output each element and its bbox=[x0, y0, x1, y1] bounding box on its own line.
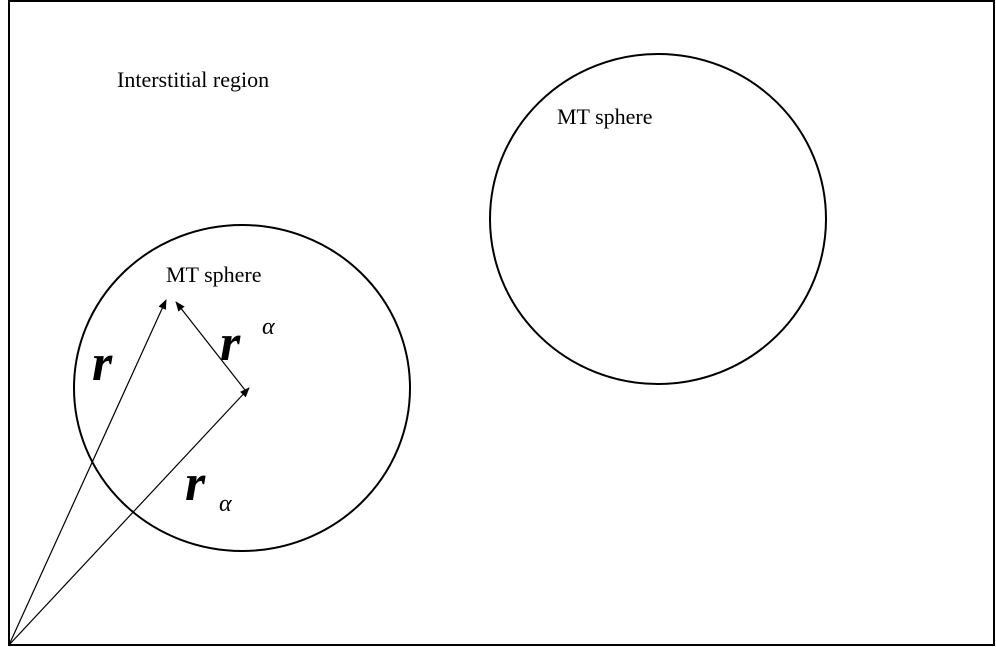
vector-r-label: r bbox=[92, 335, 113, 392]
vector-r-upper-alpha-arrow bbox=[175, 301, 246, 391]
vector-r-alpha-arrow bbox=[8, 387, 250, 646]
interstitial-region-label: Interstitial region bbox=[117, 67, 269, 92]
mt-sphere-left bbox=[73, 224, 411, 552]
vector-r-arrow bbox=[8, 299, 167, 646]
mt-sphere-left-label: MT sphere bbox=[166, 262, 262, 287]
vector-r-upper-alpha-superscript: α bbox=[262, 314, 275, 340]
diagram-frame bbox=[8, 0, 995, 646]
vector-r-lower-alpha-subscript: α bbox=[219, 491, 232, 517]
mt-sphere-right-label: MT sphere bbox=[557, 104, 653, 129]
vector-r-lower-alpha-label: r bbox=[185, 455, 206, 512]
mt-sphere-right bbox=[489, 53, 827, 385]
vector-r-upper-alpha-label: r bbox=[220, 315, 241, 372]
